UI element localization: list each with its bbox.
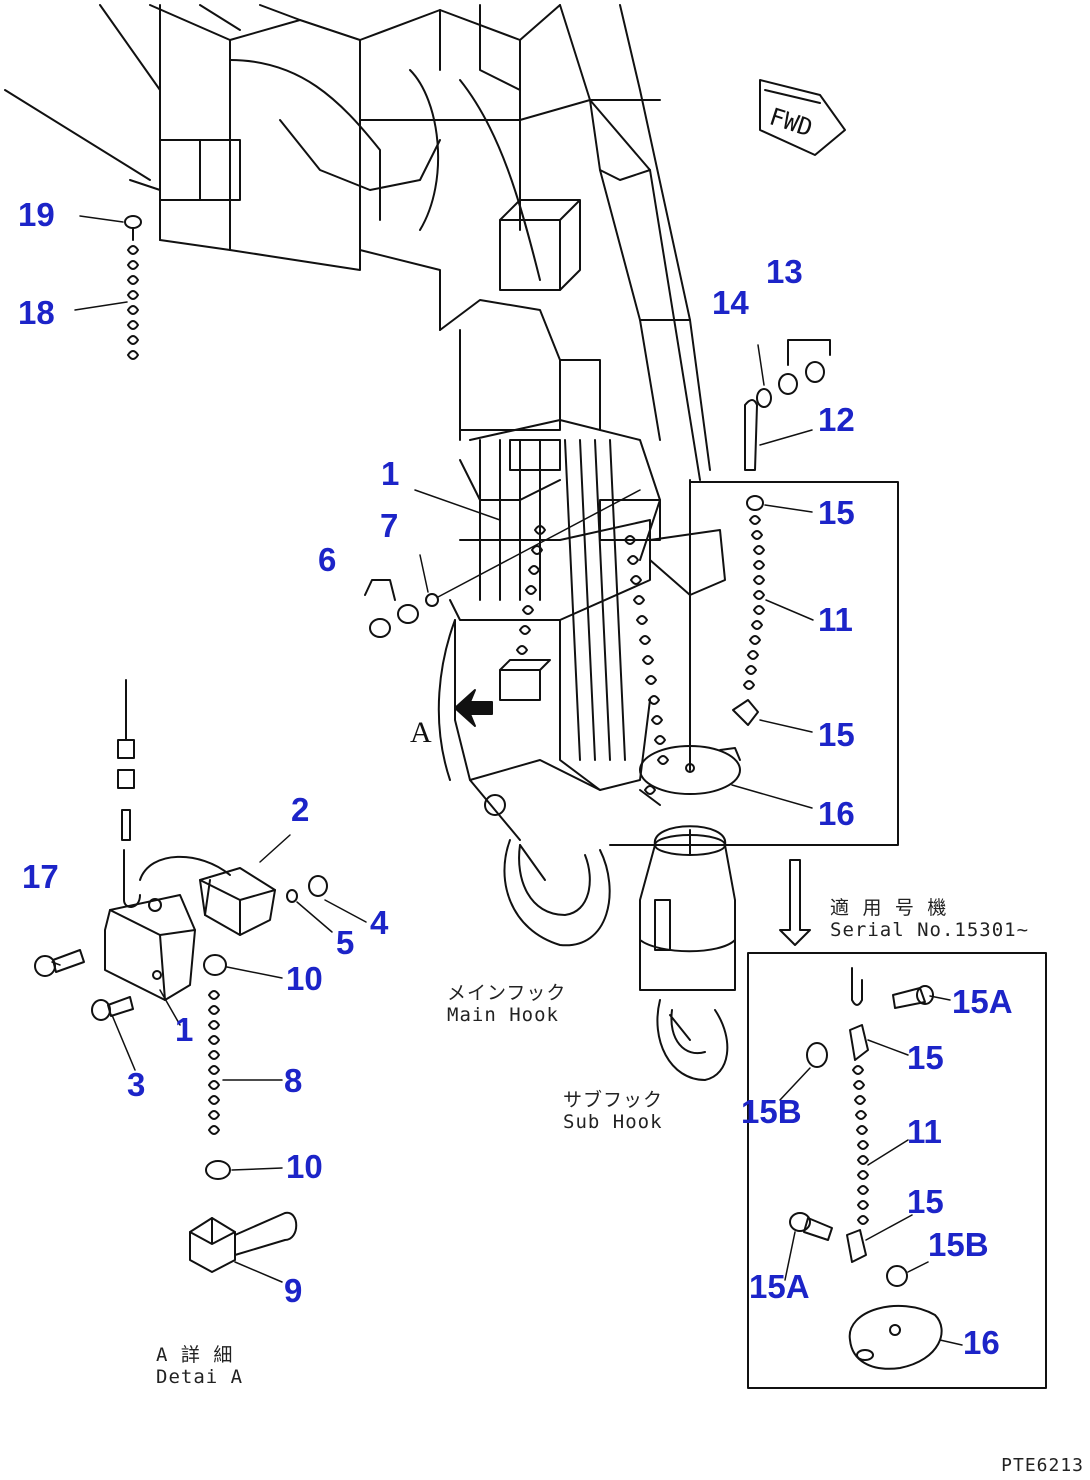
upper-chain-18 (74, 215, 142, 360)
callout-11-upper: 11 (818, 601, 853, 638)
callout-11-lower: 11 (907, 1113, 942, 1150)
main-hook-chains (516, 525, 669, 795)
callout-8: 8 (284, 1062, 303, 1099)
detail-a-caption: A 詳 細 Detai A (156, 1344, 244, 1389)
detail-a-caption-jp: A 詳 細 (156, 1344, 234, 1366)
callout-1-upper: 1 (381, 455, 400, 492)
callout-15-b: 15 (818, 716, 855, 753)
main-hook-caption-jp: メインフック (447, 982, 567, 1004)
callout-10-lower: 10 (286, 1148, 323, 1185)
callout-4: 4 (370, 904, 389, 941)
sub-hook-caption-jp: サブフック (563, 1089, 664, 1111)
fwd-arrow-sign: FWD (759, 79, 846, 156)
callout-15-d: 15 (907, 1183, 944, 1220)
callout-15B-right: 15B (928, 1226, 989, 1263)
callout-5: 5 (336, 924, 355, 961)
callout-19: 19 (18, 196, 55, 233)
callout-15B-left: 15B (741, 1093, 802, 1130)
callout-16-upper: 16 (818, 795, 855, 832)
drawing-number: PTE6213 (1001, 1455, 1084, 1476)
view-letter-a: A (410, 716, 432, 749)
callout-9: 9 (284, 1272, 303, 1309)
callout-12: 12 (818, 401, 855, 438)
main-hook-block (437, 419, 726, 947)
callout-18: 18 (18, 294, 55, 331)
boom-structure (4, 4, 711, 481)
callout-13: 13 (766, 253, 803, 290)
serial-caption: 適 用 号 機 Serial No.15301~ (830, 897, 1030, 942)
callout-3: 3 (127, 1066, 146, 1103)
sub-hook-caption: サブフック Sub Hook (563, 1089, 664, 1134)
main-hook-caption-en: Main Hook (447, 1003, 559, 1026)
serial-caption-jp: 適 用 号 機 (830, 897, 948, 919)
serial-arrow (779, 859, 811, 946)
detail-a-caption-en: Detai A (156, 1365, 244, 1388)
callout-16-lower: 16 (963, 1324, 1000, 1361)
callout-14: 14 (712, 284, 749, 321)
callout-1-lower: 1 (175, 1011, 194, 1048)
callout-15-c: 15 (907, 1039, 944, 1076)
sub-hook-caption-en: Sub Hook (563, 1110, 663, 1133)
parts-12-13-14 (744, 339, 831, 471)
callout-15A-top: 15A (952, 983, 1013, 1020)
callout-15-a: 15 (818, 494, 855, 531)
callout-6: 6 (318, 541, 337, 578)
chain-11-upper (731, 495, 814, 809)
callout-7: 7 (380, 507, 399, 544)
callout-10-upper: 10 (286, 960, 323, 997)
nuts-6-7 (364, 489, 641, 638)
main-hook-caption: メインフック Main Hook (447, 982, 567, 1027)
callout-15A-bottom: 15A (749, 1268, 810, 1305)
callout-2: 2 (291, 791, 310, 828)
detail-a-assembly (34, 679, 367, 1283)
serial-detail-box (747, 952, 1047, 1389)
callout-17: 17 (22, 858, 59, 895)
sub-hook-rope (609, 479, 899, 1081)
serial-caption-en: Serial No.15301~ (830, 918, 1030, 941)
